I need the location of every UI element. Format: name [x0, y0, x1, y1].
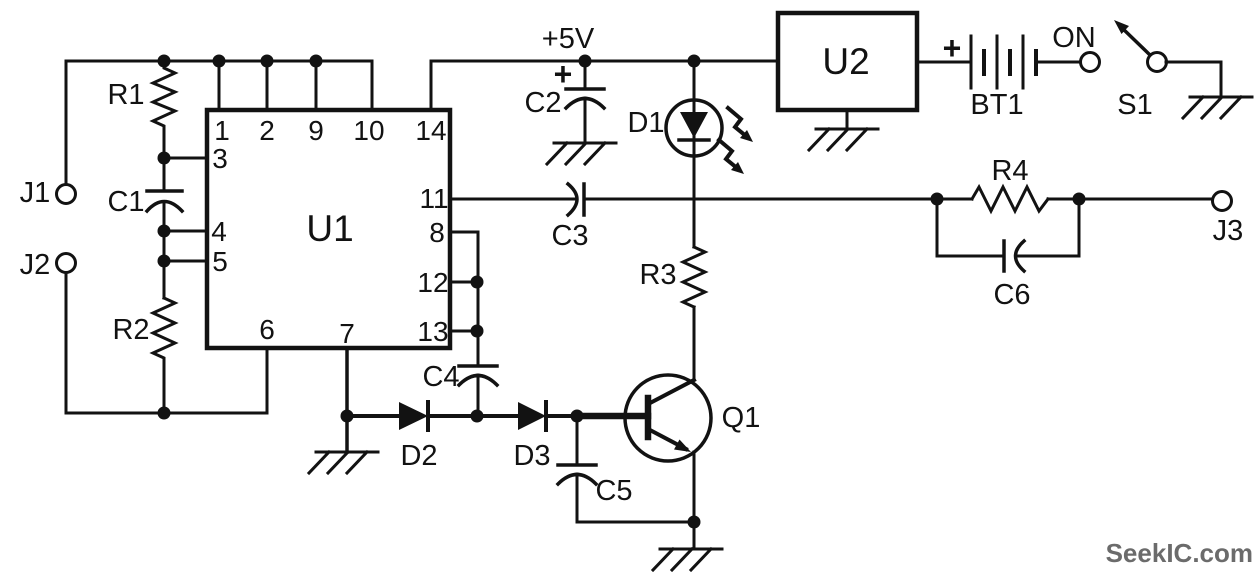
c2-polarity-mark: +: [554, 56, 573, 92]
u1-pin-label-14: 14: [415, 115, 446, 146]
label-c1: C1: [107, 186, 144, 218]
u1-ic: [204, 107, 453, 351]
connector-j3-terminal: [1211, 190, 1233, 212]
ground-symbol-q1: [650, 546, 724, 572]
connector-j1-terminal: [55, 183, 77, 205]
label-r4: R4: [991, 155, 1028, 187]
resistor-r4: [969, 183, 1214, 215]
u1-pin-label-6: 6: [259, 314, 275, 345]
label-c3: C3: [551, 220, 588, 252]
watermark: SeekIC.com: [1106, 538, 1253, 568]
battery-bt1: [969, 34, 1083, 90]
u1-pin-label-2: 2: [259, 115, 275, 146]
diode-d2: [345, 400, 479, 432]
label-bt1: BT1: [970, 89, 1023, 121]
label-c5: C5: [595, 475, 632, 507]
ground-symbol-s1: [1180, 94, 1254, 121]
label-s1: S1: [1117, 89, 1152, 121]
ground-symbol-u2: [806, 126, 880, 153]
battery-polarity-mark: +: [943, 30, 962, 66]
u2-module: [775, 10, 973, 131]
resistor-r2: [149, 202, 179, 415]
net-5v-rail: [429, 59, 780, 112]
label-5v-rail: +5V: [542, 23, 595, 55]
capacitor-c5: [555, 414, 696, 524]
resistor-r3: [679, 245, 709, 382]
ground-symbol-pin7: [306, 449, 380, 476]
transistor-q1: [574, 373, 713, 551]
u1-pin-label-11: 11: [419, 183, 448, 214]
led-d1: [664, 59, 724, 249]
junction-dots: [157, 54, 1086, 529]
diode-d3: [475, 400, 584, 432]
label-j1: J1: [20, 177, 51, 209]
label-d2: D2: [400, 440, 437, 472]
label-r1: R1: [107, 79, 144, 111]
connector-j2-terminal: [55, 252, 77, 274]
switch-s1: [1079, 20, 1223, 99]
label-u2: U2: [822, 41, 869, 82]
capacitor-c1: [144, 189, 185, 214]
u1-pin-label-5: 5: [212, 246, 228, 277]
label-r2: R2: [112, 314, 149, 346]
capacitor-c6: [935, 197, 1081, 274]
u1-left-pin-stubs: [162, 156, 209, 263]
label-c2: C2: [524, 87, 561, 119]
light-emission-arrows: [716, 105, 753, 174]
u1-pin-label-10: 10: [353, 115, 384, 146]
label-d1: D1: [627, 107, 664, 139]
label-r3: R3: [639, 259, 676, 291]
capacitor-c3: [448, 181, 974, 218]
u1-pin-label-4: 4: [211, 216, 227, 247]
u1-pin-label-1: 1: [214, 115, 230, 146]
label-j3: J3: [1213, 215, 1244, 247]
u1-pin-label-12: 12: [417, 267, 448, 298]
u1-pin-label-8: 8: [429, 217, 445, 248]
label-switch-on-state: ON: [1052, 22, 1096, 54]
resistor-r1: [149, 59, 179, 193]
u1-pin-label-9: 9: [308, 115, 324, 146]
label-j2: J2: [20, 249, 51, 281]
label-d3: D3: [513, 440, 550, 472]
label-q1: Q1: [722, 402, 761, 434]
u1-pin-label-13: 13: [417, 316, 448, 347]
label-u1: U1: [306, 208, 353, 249]
u1-pin-label-3: 3: [212, 143, 228, 174]
u1-pin-label-7: 7: [339, 318, 355, 349]
label-c4: C4: [422, 361, 459, 393]
ground-symbol-c2: [544, 140, 618, 167]
label-c6: C6: [993, 279, 1030, 311]
